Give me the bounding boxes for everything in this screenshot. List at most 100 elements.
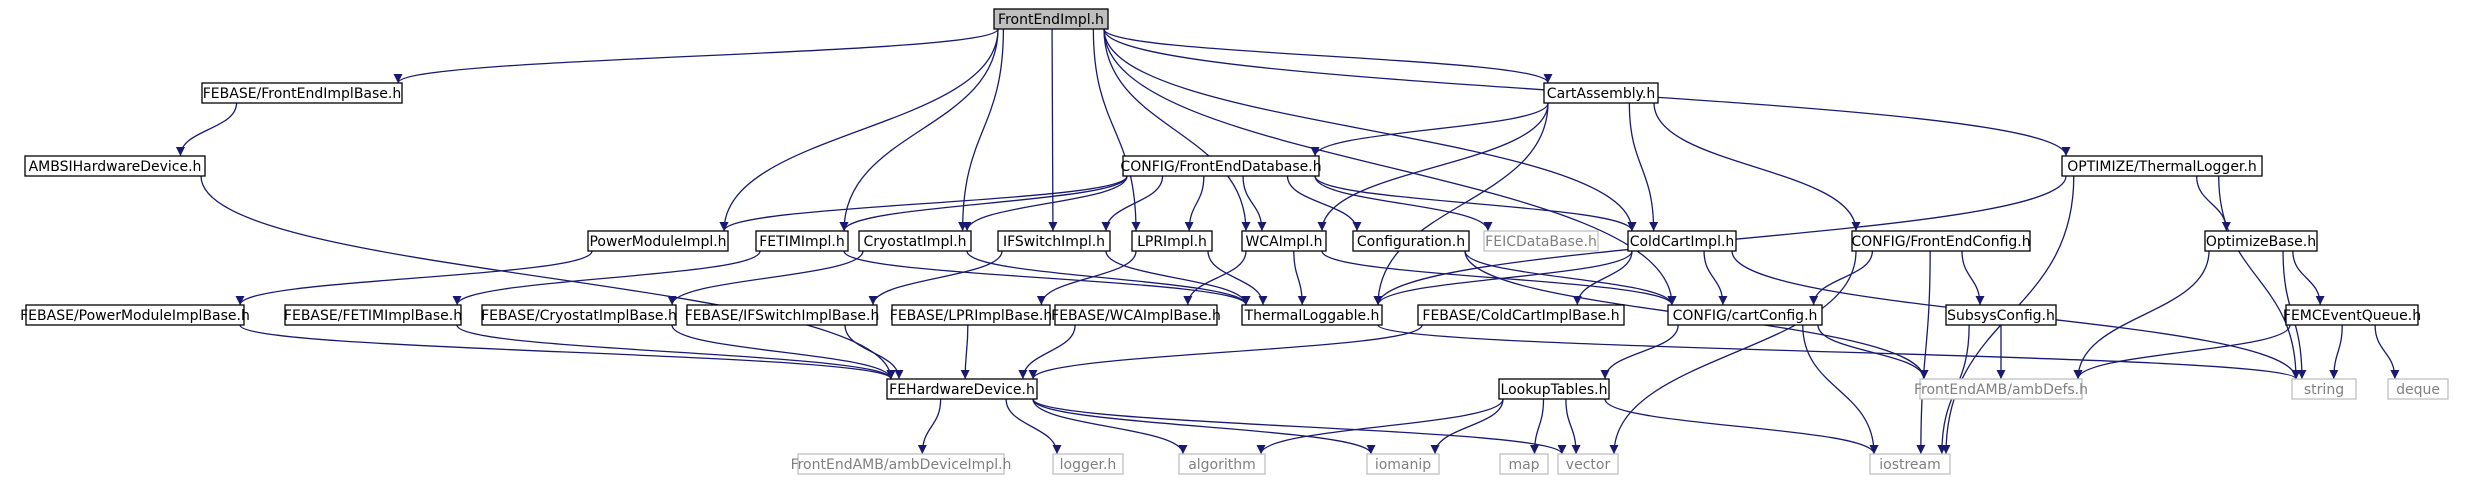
- node-box: [997, 230, 1111, 252]
- edge-ifswitchimpl-to-thermalloggable: [1105, 250, 1251, 306]
- edge-line: [1703, 250, 1728, 306]
- edge-line: [962, 175, 1128, 232]
- node-box: [1627, 230, 1737, 252]
- edge-fehardwaredevice-to-iomanip: [1032, 398, 1376, 455]
- node-label: deque: [2396, 382, 2440, 398]
- node-config-cartconfig[interactable]: CONFIG/cartConfig.h: [1667, 304, 1823, 326]
- node-optimizebase[interactable]: OptimizeBase.h: [2204, 230, 2318, 252]
- node-optimize-thermallogger[interactable]: OPTIMIZE/ThermalLogger.h: [2061, 155, 2263, 177]
- node-box: [587, 230, 729, 252]
- edge-line: [839, 28, 999, 232]
- edge-line: [839, 175, 1128, 232]
- edge-config_cartconfig-to-frontendamb_ambdefs: [1817, 324, 1929, 380]
- node-febase-wcaimplbase[interactable]: FEBASE/WCAImplBase.h: [1051, 304, 1221, 326]
- node-label: iomanip: [1375, 457, 1431, 473]
- node-box: [1054, 304, 1218, 326]
- node-coldcartimpl[interactable]: ColdCartImpl.h: [1627, 230, 1737, 252]
- edge-frontendimpl-to-config_cartconfig: [1103, 28, 1677, 306]
- node-label: CONFIG/FrontEndConfig.h: [1851, 234, 2030, 250]
- edge-cryostatimpl-to-febase_cryostatimplbase: [667, 250, 864, 306]
- node-box: [481, 304, 677, 326]
- node-label: OPTIMIZE/ThermalLogger.h: [2067, 159, 2256, 175]
- node-powermoduleimpl[interactable]: PowerModuleImpl.h: [587, 230, 729, 252]
- node-lprimpl[interactable]: LPRImpl.h: [1131, 230, 1213, 252]
- node-ifswitchimpl[interactable]: IFSwitchImpl.h: [997, 230, 1111, 252]
- node-febase-powermoduleimplbase[interactable]: FEBASE/PowerModuleImplBase.h: [20, 304, 250, 326]
- edge-febase_lprimplbase-to-fehardwaredevice: [960, 324, 970, 380]
- node-configuration[interactable]: Configuration.h: [1352, 230, 1470, 252]
- edge-coldcartimpl-to-thermalloggable: [1373, 250, 1633, 306]
- edge-line: [1530, 398, 1545, 455]
- node-string: string: [2291, 378, 2357, 400]
- edge-fehardwaredevice-to-logger: [1005, 398, 1062, 455]
- node-label: FEBASE/ColdCartImplBase.h: [1422, 308, 1619, 324]
- nodes-layer: FrontEndImpl.hFEBASE/FrontEndImplBase.hA…: [20, 8, 2449, 475]
- node-box: [1498, 378, 1610, 400]
- node-thermalloggable[interactable]: ThermalLoggable.h: [1241, 304, 1383, 326]
- node-box: [1241, 304, 1383, 326]
- node-febase-lprimplbase[interactable]: FEBASE/LPRImplBase.h: [890, 304, 1052, 326]
- edge-line: [1103, 28, 1553, 84]
- node-label: LookupTables.h: [1501, 382, 1608, 398]
- edge-line: [917, 398, 942, 455]
- node-box: [1483, 230, 1599, 252]
- node-febase-coldcartimplbase[interactable]: FEBASE/ColdCartImplBase.h: [1417, 304, 1625, 326]
- node-config-frontenddatabase[interactable]: CONFIG/FrontEndDatabase.h: [1120, 155, 1322, 177]
- edge-febase_powermoduleimplbase-to-fehardwaredevice: [239, 324, 896, 380]
- edge-line: [175, 102, 238, 157]
- edge-febase_wcaimplbase-to-fehardwaredevice: [1018, 324, 1076, 380]
- node-cryostatimpl[interactable]: CryostatImpl.h: [858, 230, 972, 252]
- node-feicdatabase: FEICDataBase.h: [1483, 230, 1599, 252]
- node-cartassembly[interactable]: CartAssembly.h: [1543, 82, 1659, 104]
- edge-config_frontenddatabase-to-configuration: [1286, 175, 1362, 232]
- edge-frontendimpl-to-coldcartimpl: [1103, 28, 1637, 232]
- edge-febase_fetimimplbase-to-fehardwaredevice: [456, 324, 896, 380]
- edge-line: [2374, 324, 2400, 380]
- node-frontendamb-ambdeviceimpl: FrontEndAMB/ambDeviceImpl.h: [791, 453, 1011, 475]
- node-label: FEBASE/CryostatImplBase.h: [481, 308, 677, 324]
- edge-config_frontenddatabase-to-lprimpl: [1184, 175, 1205, 232]
- node-label: FEBASE/LPRImplBase.h: [890, 308, 1052, 324]
- edge-line: [1653, 102, 1861, 232]
- node-box: [891, 304, 1051, 326]
- node-fetimimpl[interactable]: FETIMImpl.h: [755, 230, 849, 252]
- edge-line: [1310, 102, 1549, 157]
- node-ambsihardwaredevice[interactable]: AMBSIHardwareDevice.h: [24, 155, 206, 177]
- node-femceventqueue[interactable]: FEMCEventQueue.h: [2283, 304, 2421, 326]
- edge-line: [1207, 250, 1268, 306]
- edge-ambsihardwaredevice-to-fehardwaredevice: [200, 175, 896, 380]
- node-subsysconfig[interactable]: SubsysConfig.h: [1945, 304, 2057, 326]
- node-vector: vector: [1557, 453, 1619, 475]
- edge-config_frontendconfig-to-subsysconfig: [1961, 250, 1985, 306]
- edge-ifswitchimpl-to-febase_ifswitchimplbase: [868, 250, 1003, 306]
- edge-config_frontenddatabase-to-cryostatimpl: [962, 175, 1128, 232]
- node-label: vector: [1566, 457, 1611, 473]
- edge-line: [1600, 324, 1679, 380]
- node-label: Configuration.h: [1357, 234, 1465, 250]
- node-box: [1543, 82, 1659, 104]
- node-febase-frontendimplbase[interactable]: FEBASE/FrontEndImplBase.h: [201, 82, 403, 104]
- edge-line: [1032, 398, 1188, 455]
- node-box: [24, 155, 206, 177]
- node-febase-ifswitchimplbase[interactable]: FEBASE/IFSwitchImplBase.h: [685, 304, 880, 326]
- node-label: FEMCEventQueue.h: [2283, 308, 2421, 324]
- edge-coldcartimpl-to-config_cartconfig: [1703, 250, 1728, 306]
- node-box: [1869, 453, 1951, 475]
- edge-line: [1572, 250, 1633, 306]
- edge-line: [1103, 28, 1637, 232]
- node-box: [1557, 453, 1619, 475]
- node-fehardwaredevice[interactable]: FEHardwareDevice.h: [886, 378, 1038, 400]
- edge-powermoduleimpl-to-febase_powermoduleimplbase: [235, 250, 593, 306]
- edge-frontendimpl-to-fetimimpl: [839, 28, 999, 232]
- edge-line: [844, 324, 904, 380]
- node-lookuptables[interactable]: LookupTables.h: [1498, 378, 1610, 400]
- node-label: FEBASE/FrontEndImplBase.h: [203, 86, 402, 102]
- node-box: [1241, 230, 1327, 252]
- node-febase-cryostatimplbase[interactable]: FEBASE/CryostatImplBase.h: [481, 304, 677, 326]
- node-wcaimpl[interactable]: WCAImpl.h: [1241, 230, 1327, 252]
- node-febase-fetimimplbase[interactable]: FEBASE/FETIMImplBase.h: [284, 304, 462, 326]
- edge-femceventqueue-to-frontendamb_ambdefs: [2073, 324, 2291, 380]
- edge-line: [2218, 175, 2301, 380]
- node-frontendimpl[interactable]: FrontEndImpl.h: [993, 8, 1109, 30]
- node-config-frontendconfig[interactable]: CONFIG/FrontEndConfig.h: [1851, 230, 2031, 252]
